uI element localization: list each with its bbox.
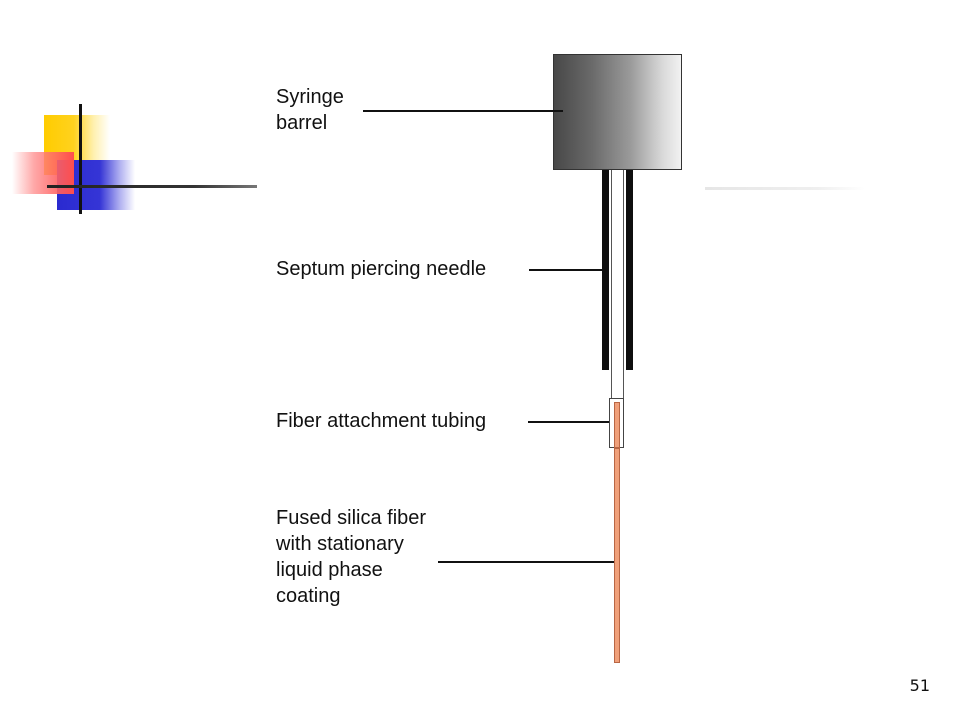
label-line: barrel [276, 112, 328, 134]
leader-line-syringe-barrel [363, 110, 563, 112]
label-fiber-attachment-tubing: Fiber attachment tubing [276, 408, 486, 434]
label-fused-silica-fiber: Fused silica fiber with stationary liqui… [276, 505, 426, 609]
plunger-rod [611, 170, 624, 398]
leader-line-fiber-tubing [528, 421, 609, 423]
fused-silica-fiber [614, 448, 620, 663]
decorative-vertical-line [79, 104, 82, 214]
leader-line-silica-fiber [438, 561, 614, 563]
label-line: coating [276, 585, 341, 607]
label-line: Syringe [276, 86, 344, 108]
label-line: Fiber attachment tubing [276, 410, 487, 432]
fiber-inside-tubing [614, 402, 620, 448]
label-syringe-barrel: Syringe barrel [276, 84, 344, 136]
syringe-barrel [553, 54, 682, 170]
label-septum-piercing-needle: Septum piercing needle [276, 256, 486, 282]
label-line: liquid phase [276, 559, 383, 581]
page-number: 51 [909, 676, 930, 695]
decorative-horizontal-line [47, 185, 257, 188]
label-line: Fused silica fiber [276, 507, 427, 529]
label-line: with stationary [276, 533, 404, 555]
label-line: Septum piercing needle [276, 258, 487, 280]
leader-line-septum-needle [529, 269, 602, 271]
decorative-horizontal-line-right [705, 187, 865, 190]
